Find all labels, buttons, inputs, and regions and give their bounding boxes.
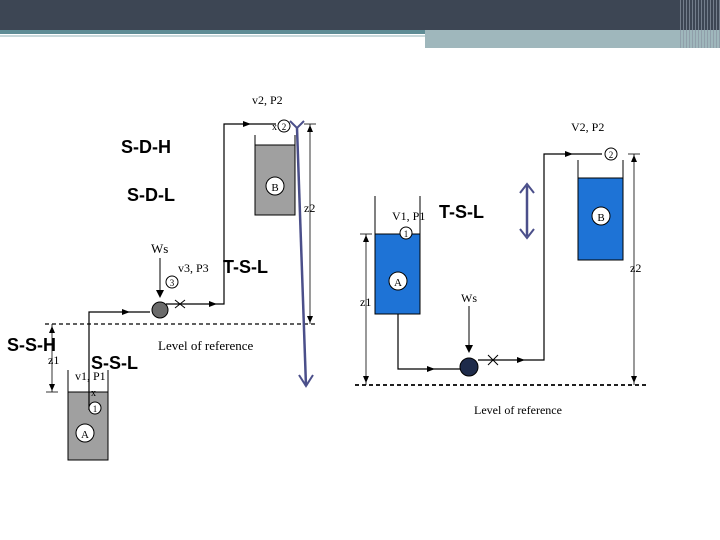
right-valve <box>487 354 499 366</box>
right-tank-a-label: A <box>394 277 402 289</box>
header-accent-line <box>0 30 720 34</box>
right-z1-label: z1 <box>360 295 371 309</box>
left-tank-a-circle <box>75 423 95 443</box>
left-point-3: 3 <box>170 278 175 288</box>
left-tank-b-label: B <box>271 182 278 194</box>
label-ssl: S-S-L <box>91 353 138 373</box>
left-v1p1-label: v1, P1 <box>75 369 106 383</box>
right-v2p2-label: V2, P2 <box>571 120 604 134</box>
left-x1: x <box>91 388 96 399</box>
header-stripes <box>680 0 720 48</box>
left-point-2: 2 <box>282 122 287 132</box>
left-z2-label: z2 <box>304 201 315 215</box>
header-bar <box>0 0 720 32</box>
right-ws-label: Ws <box>461 291 477 305</box>
right-tank-b-circle <box>591 206 611 226</box>
left-x2: x <box>272 122 277 133</box>
label-sdl: S-D-L <box>127 185 175 205</box>
left-tank-a-label: A <box>81 429 89 441</box>
left-valve <box>174 299 186 309</box>
right-point-1: 1 <box>404 229 409 239</box>
label-tsl-left: T-S-L <box>223 257 268 277</box>
left-point-1: 1 <box>93 404 98 414</box>
left-z1-label: z1 <box>48 353 59 367</box>
left-v3p3-label: v3, P3 <box>178 261 209 275</box>
left-diagram: B A Ws 3 v3, P3 2 x v2, P2 1 x v1, <box>7 93 318 461</box>
right-pump <box>459 357 479 377</box>
left-ws-label: Ws <box>151 241 168 256</box>
header-accent-thin <box>0 35 425 37</box>
left-pump <box>151 301 169 319</box>
left-head-arrow <box>295 127 308 387</box>
right-z2-label: z2 <box>630 261 641 275</box>
left-reference-label: Level of reference <box>158 338 253 353</box>
label-ssh: S-S-H <box>7 335 56 355</box>
left-v2p2-label: v2, P2 <box>252 93 283 107</box>
right-v1p1-label: V1, P1 <box>392 209 425 223</box>
header-accent-block <box>425 30 720 48</box>
left-tank-b-circle <box>265 176 285 196</box>
right-suction-pipe <box>397 314 462 370</box>
label-tsl-right: T-S-L <box>439 202 484 222</box>
right-point-2: 2 <box>609 150 614 160</box>
left-tank-a <box>67 391 109 461</box>
label-sdh: S-D-H <box>121 137 171 157</box>
right-reference-label: Level of reference <box>474 403 562 417</box>
right-diagram: A B Ws 1 V1, P1 2 V2, P2 Level of refere… <box>355 120 648 417</box>
right-tank-a-circle <box>388 271 408 291</box>
right-tank-b-label: B <box>597 212 604 224</box>
